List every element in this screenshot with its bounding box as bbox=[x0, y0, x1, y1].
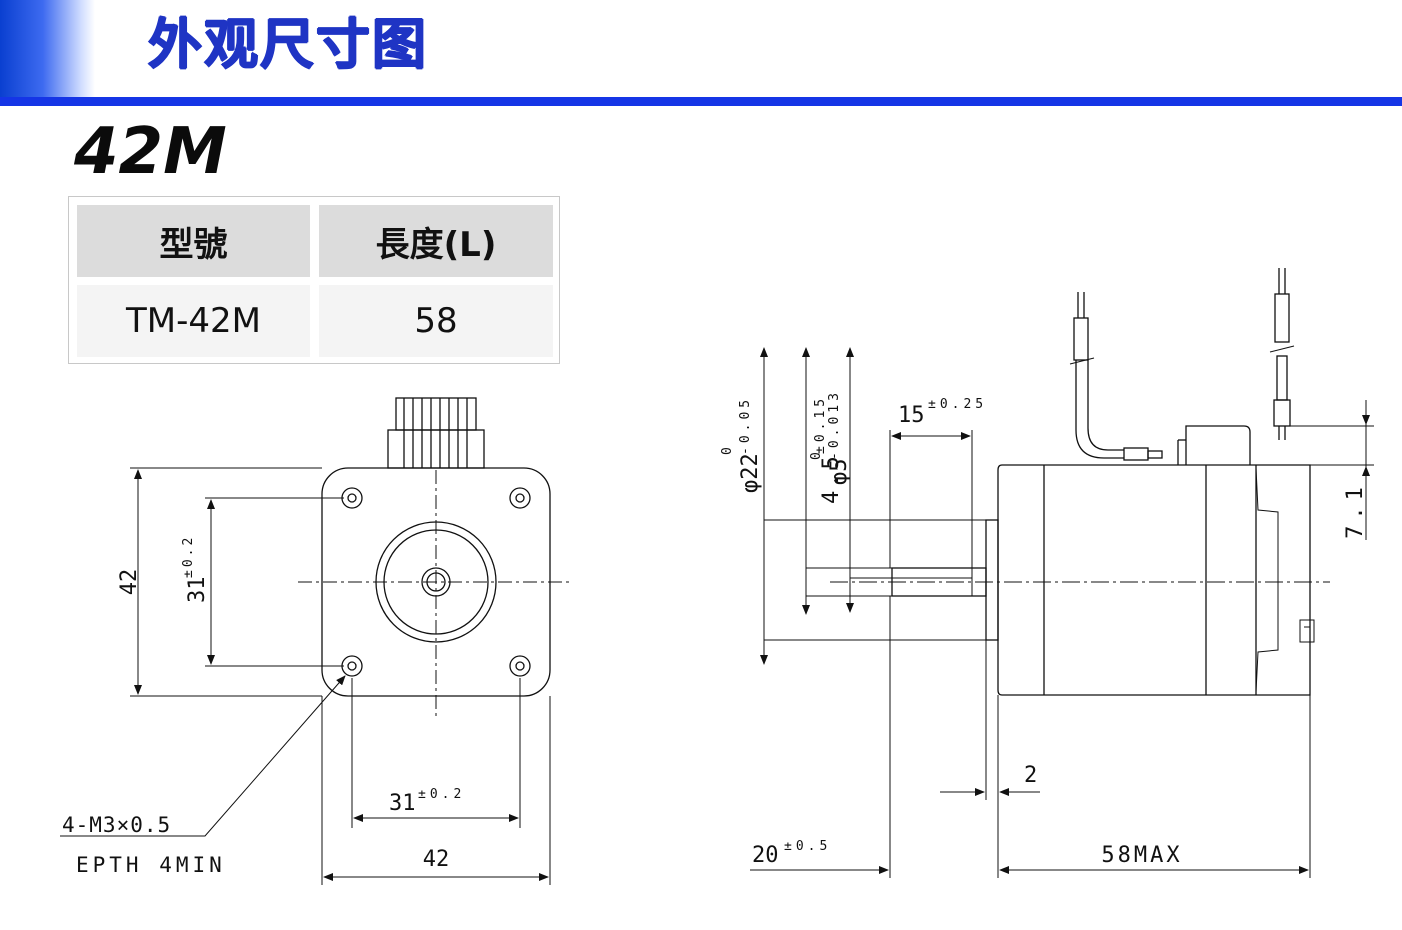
label-hole-pitch-h-base: 31 bbox=[389, 791, 416, 816]
label-height-42: 42 bbox=[117, 569, 142, 596]
label-shaft-length-tol: ±0.5 bbox=[784, 839, 831, 854]
side-view-labels: 15 ±0.25 φ22 0 -0.05 φ5 0 -0.013 4.5 ±0.… bbox=[720, 389, 1368, 868]
label-width-42: 42 bbox=[423, 847, 450, 872]
label-flat-base: 15 bbox=[898, 403, 925, 428]
label-connector-height: 7.1 bbox=[1343, 481, 1368, 539]
hole-note-line2: EPTH 4MIN bbox=[76, 853, 226, 877]
label-boss-length: 2 bbox=[1024, 763, 1037, 788]
svg-text:0: 0 bbox=[720, 447, 735, 455]
front-connector bbox=[387, 397, 485, 469]
hole-note-leader bbox=[60, 675, 346, 837]
table-cell-length: 58 bbox=[319, 285, 553, 357]
side-boss bbox=[985, 519, 999, 641]
svg-text:0: 0 bbox=[809, 452, 824, 460]
svg-text:-0.013: -0.013 bbox=[827, 389, 842, 460]
label-shaft-dia: φ5 0 -0.013 bbox=[809, 389, 852, 485]
table-cell-model: TM-42M bbox=[77, 285, 310, 357]
spec-table: 型號 長度(L) TM-42M 58 bbox=[68, 196, 560, 364]
side-view bbox=[750, 268, 1374, 878]
svg-text:φ22: φ22 bbox=[738, 453, 763, 493]
svg-text:±0.2: ±0.2 bbox=[181, 535, 196, 578]
hole-note-line1: 4-M3×0.5 bbox=[62, 813, 171, 837]
svg-text:±0.15: ±0.15 bbox=[813, 395, 828, 454]
front-center-lines bbox=[298, 470, 572, 718]
label-d-cut: 4.5 ±0.15 bbox=[813, 395, 844, 504]
side-connector bbox=[1069, 268, 1295, 465]
svg-text:31: 31 bbox=[185, 577, 210, 604]
front-view bbox=[60, 397, 572, 885]
page-title: 外观尺寸图 bbox=[148, 13, 428, 76]
mounting-holes bbox=[341, 487, 531, 677]
motor-body-outline bbox=[997, 464, 1311, 696]
label-hole-pitch-h-tol: ±0.2 bbox=[418, 787, 465, 802]
label-hole-pitch-v: 31 ±0.2 bbox=[181, 535, 210, 603]
model-title: 42M bbox=[74, 115, 227, 189]
table-header-model: 型號 bbox=[77, 205, 310, 277]
front-view-labels: 42 31 ±0.2 31 ±0.2 42 4-M3×0.5 EPTH 4MIN bbox=[62, 535, 465, 877]
svg-text:φ5: φ5 bbox=[827, 459, 852, 486]
svg-text:-0.05: -0.05 bbox=[738, 396, 753, 455]
header-accent-bar bbox=[0, 0, 95, 100]
label-body-length: 58MAX bbox=[1101, 843, 1182, 868]
label-flat-tol: ±0.25 bbox=[928, 397, 987, 412]
label-boss-dia: φ22 0 -0.05 bbox=[720, 396, 763, 493]
svg-text:4.5: 4.5 bbox=[819, 452, 844, 504]
table-header-length: 長度(L) bbox=[319, 205, 553, 277]
header-divider bbox=[0, 97, 1402, 106]
label-shaft-length-base: 20 bbox=[752, 843, 779, 868]
